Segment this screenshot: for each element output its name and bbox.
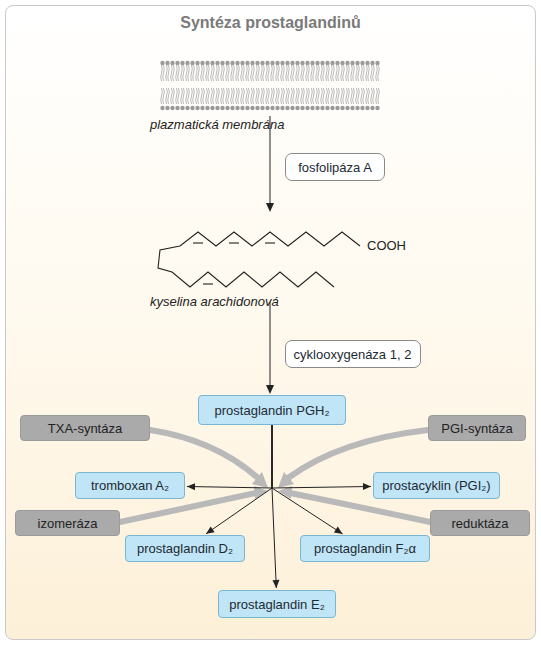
membrane-label: plazmatická membrána bbox=[150, 117, 284, 132]
node-text: tromboxan A₂ bbox=[91, 478, 169, 493]
compound-box: tromboxan A₂ bbox=[75, 472, 185, 499]
compound-box: prostaglandin F₂α bbox=[300, 535, 430, 562]
enzyme-box: fosfolipáza A bbox=[285, 153, 385, 181]
enzyme-arrowheads bbox=[252, 472, 294, 499]
enzyme-arrow bbox=[150, 430, 258, 478]
molecule-label: kyselina arachidonová bbox=[150, 294, 279, 309]
node-text: cyklooxygenáza 1, 2 bbox=[294, 347, 412, 362]
node-text: PGI-syntáza bbox=[441, 421, 513, 436]
enzyme-box: izomeráza bbox=[15, 510, 120, 536]
double-bond-mark bbox=[203, 283, 213, 284]
node-text: izomeráza bbox=[38, 516, 98, 531]
compound-box: prostaglandin PGH₂ bbox=[198, 395, 346, 425]
arrow-line bbox=[187, 425, 272, 488]
node-text: reduktáza bbox=[451, 516, 508, 531]
reaction-arrow bbox=[206, 425, 272, 534]
flow-arrowhead bbox=[266, 203, 274, 212]
enzyme-box: cyklooxygenáza 1, 2 bbox=[285, 340, 421, 368]
node-text: prostacyklin (PGI₂) bbox=[382, 478, 490, 493]
reaction-arrow bbox=[272, 425, 343, 534]
diagram-title: Syntéza prostaglandinů bbox=[0, 14, 541, 32]
membrane-bottom-leaflet bbox=[160, 86, 380, 112]
compound-box: prostaglandin D₂ bbox=[125, 535, 245, 562]
enzyme-box: TXA-syntáza bbox=[20, 415, 150, 441]
arrow-line bbox=[272, 425, 371, 488]
double-bond-mark bbox=[265, 242, 275, 243]
carbon-chain bbox=[158, 232, 360, 287]
node-text: prostaglandin F₂α bbox=[314, 541, 416, 556]
compound-box: prostacyklin (PGI₂) bbox=[373, 472, 500, 499]
arachidonic-acid-structure bbox=[158, 232, 360, 287]
enzyme-arrowhead bbox=[252, 472, 268, 488]
enzyme-box: PGI-syntáza bbox=[428, 415, 526, 441]
arrow-line bbox=[272, 425, 276, 588]
double-bond-mark bbox=[193, 242, 203, 243]
arrowhead bbox=[272, 580, 279, 588]
double-bond-mark bbox=[229, 242, 239, 243]
node-text: prostaglandin D₂ bbox=[137, 541, 233, 556]
flow-arrowhead bbox=[266, 385, 274, 394]
enzyme-arrow bbox=[288, 430, 428, 478]
flow-arrow-line bbox=[270, 302, 271, 387]
compound-box: prostaglandin E₂ bbox=[218, 590, 336, 618]
chemical-group-label: COOH bbox=[367, 238, 406, 253]
arrow-line bbox=[272, 425, 343, 534]
enzyme-arrowhead bbox=[278, 472, 294, 488]
arrowhead bbox=[206, 526, 215, 533]
reaction-arrow bbox=[272, 425, 279, 588]
arrow-line bbox=[206, 425, 272, 534]
node-text: TXA-syntáza bbox=[48, 421, 122, 436]
enzyme-box: reduktáza bbox=[430, 510, 530, 536]
arrowhead bbox=[363, 483, 371, 490]
arrowhead bbox=[187, 483, 195, 490]
membrane-top-leaflet bbox=[160, 60, 380, 86]
node-text: fosfolipáza A bbox=[298, 160, 372, 175]
arrowhead bbox=[334, 527, 343, 534]
reaction-arrow bbox=[272, 425, 371, 490]
node-text: prostaglandin PGH₂ bbox=[215, 403, 330, 418]
reaction-arrow bbox=[187, 425, 272, 490]
node-text: prostaglandin E₂ bbox=[229, 597, 324, 612]
